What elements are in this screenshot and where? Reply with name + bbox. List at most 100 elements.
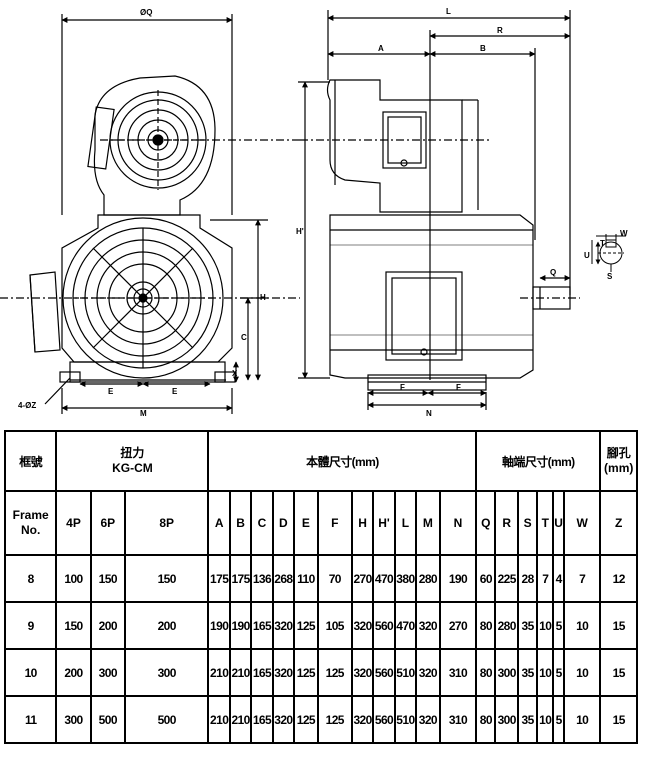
table-cell: 150 [89,554,126,603]
column-header-1: 4P [55,490,92,556]
table-cell: 300 [55,695,92,744]
column-header-16: R [494,490,519,556]
table-cell: 320 [350,695,375,744]
table-cell: 300 [123,648,210,697]
label-f-right: F [456,383,461,392]
table-cell: 320 [350,601,375,650]
table-cell: 470 [372,554,396,603]
table-cell: 210 [207,695,231,744]
column-header-12: L [393,490,418,556]
table-cell: 8 [3,554,58,603]
table-cell: 320 [415,601,441,650]
label-s: S [607,272,613,281]
column-header-11: H' [372,490,396,556]
table-cell: 12 [599,554,638,603]
label-h: H [260,293,266,302]
table-cell: 190 [228,601,253,650]
label-m: M [140,409,147,418]
column-header-3: 8P [123,490,210,556]
table-cell: 200 [123,601,210,650]
label-w: W [620,229,628,238]
label-t: T [600,239,605,248]
table-cell: 125 [293,695,319,744]
table-cell: 15 [599,601,638,650]
table-cell: 300 [89,648,126,697]
column-header-10: H [350,490,375,556]
table-cell: 136 [250,554,274,603]
label-e-right: E [172,387,178,396]
column-header-7: D [271,490,296,556]
column-header-17: S [516,490,539,556]
table-cell: 270 [350,554,375,603]
label-phi-q: ØQ [140,8,152,17]
table-cell: 150 [123,554,210,603]
table-cell: 500 [123,695,210,744]
column-header-20: W [562,490,602,556]
table-cell: 9 [3,601,58,650]
table-cell: 210 [228,695,253,744]
table-cell: 165 [250,695,274,744]
table-cell: 268 [271,554,296,603]
table-cell: 320 [415,648,441,697]
table-cell: 125 [316,648,353,697]
shaft-detail-labels: W T U S [584,229,628,281]
table-cell: 200 [55,648,92,697]
column-header-4: A [207,490,231,556]
header-body-dims: 本體尺寸(mm) [207,430,478,492]
table-cell: 310 [438,648,478,697]
column-header-0: Frame No. [3,490,58,556]
table-cell: 5 [552,648,565,697]
table-cell: 320 [350,648,375,697]
motor-dimension-drawing: ØQ E E M C X H 4-ØZ [0,7,628,418]
table-cell: 125 [293,601,319,650]
label-x: X [232,369,238,378]
table-cell: 5 [552,695,565,744]
table-cell: 320 [415,695,441,744]
table-cell: 560 [372,695,396,744]
table-cell: 10 [536,648,555,697]
table-cell: 380 [393,554,418,603]
table-cell: 70 [316,554,353,603]
header-foot-hole-text: 腳孔 (mm) [604,446,634,475]
table-cell: 200 [89,601,126,650]
table-cell: 320 [271,648,296,697]
column-header-19: U [552,490,565,556]
table-cell: 10 [562,601,602,650]
column-header-15: Q [475,490,497,556]
column-header-9: F [316,490,353,556]
table-cell: 210 [228,648,253,697]
table-cell: 10 [562,648,602,697]
header-shaft-dims: 軸端尺寸(mm) [475,430,602,492]
table-cell: 80 [475,695,497,744]
table-cell: 10 [536,601,555,650]
label-l: L [446,7,451,16]
table-cell: 470 [393,601,418,650]
table-cell: 320 [271,695,296,744]
header-torque-text: 扭力 KG-CM [112,446,153,475]
header-foot-hole: 腳孔 (mm) [599,430,638,492]
column-header-5: B [228,490,253,556]
table-cell: 165 [250,601,274,650]
header-frame: 框號 [3,430,58,492]
table-cell: 320 [271,601,296,650]
column-header-2: 6P [89,490,126,556]
label-r: R [497,26,503,35]
table-cell: 5 [552,601,565,650]
table-cell: 165 [250,648,274,697]
column-header-14: N [438,490,478,556]
table-cell: 270 [438,601,478,650]
table-cell: 35 [516,648,539,697]
table-cell: 125 [293,648,319,697]
table-cell: 10 [562,695,602,744]
shaft-key-detail [591,234,626,272]
table-cell: 28 [516,554,539,603]
header-row-groups: 框號 扭力 KG-CM 本體尺寸(mm) 軸端尺寸(mm) 腳孔 (mm) [3,430,638,492]
table-cell: 4 [552,554,565,603]
table-cell: 510 [393,648,418,697]
table-cell: 15 [599,695,638,744]
side-view [298,10,580,410]
